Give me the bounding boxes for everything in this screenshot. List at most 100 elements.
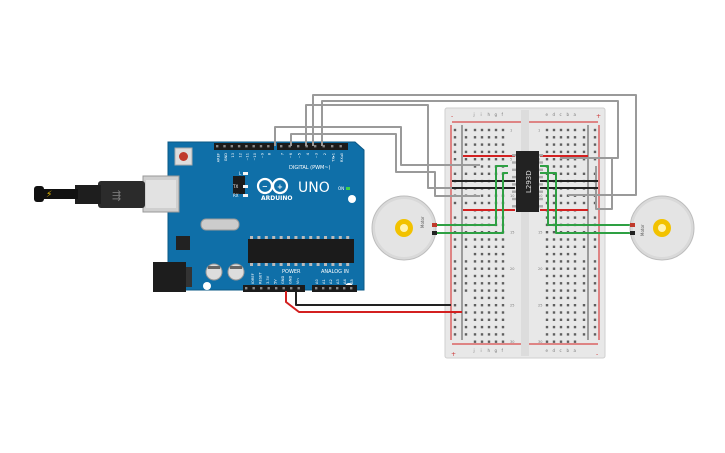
rail-hole[interactable] bbox=[582, 172, 586, 175]
breadboard-hole[interactable] bbox=[573, 260, 577, 263]
rail-hole[interactable] bbox=[453, 282, 457, 285]
breadboard-hole[interactable] bbox=[559, 216, 563, 219]
header-pin[interactable] bbox=[329, 287, 332, 290]
breadboard-hole[interactable] bbox=[573, 245, 577, 248]
rail-hole[interactable] bbox=[464, 238, 468, 241]
breadboard-hole[interactable] bbox=[473, 143, 477, 146]
breadboard-hole[interactable] bbox=[494, 325, 498, 329]
breadboard-hole[interactable] bbox=[473, 289, 477, 292]
rail-hole[interactable] bbox=[593, 318, 597, 321]
breadboard-hole[interactable] bbox=[480, 267, 484, 270]
breadboard-hole[interactable] bbox=[501, 238, 505, 241]
breadboard-hole[interactable] bbox=[552, 158, 556, 161]
breadboard-hole[interactable] bbox=[480, 136, 484, 139]
breadboard-hole[interactable] bbox=[566, 304, 570, 307]
rail-hole[interactable] bbox=[464, 304, 468, 307]
breadboard-hole[interactable] bbox=[501, 158, 505, 161]
breadboard-hole[interactable] bbox=[545, 311, 549, 314]
rail-hole[interactable] bbox=[593, 143, 597, 146]
breadboard-hole[interactable] bbox=[566, 333, 570, 336]
breadboard-hole[interactable] bbox=[487, 340, 491, 343]
breadboard-hole[interactable] bbox=[545, 289, 549, 292]
breadboard-hole[interactable] bbox=[552, 252, 556, 256]
rail-hole[interactable] bbox=[464, 245, 468, 248]
breadboard-hole[interactable] bbox=[473, 165, 477, 168]
rail-hole[interactable] bbox=[464, 318, 468, 321]
breadboard-hole[interactable] bbox=[573, 304, 577, 307]
breadboard-hole[interactable] bbox=[494, 304, 498, 307]
breadboard-hole[interactable] bbox=[573, 325, 577, 329]
breadboard-hole[interactable] bbox=[473, 158, 477, 161]
breadboard-hole[interactable] bbox=[559, 311, 563, 314]
breadboard-hole[interactable] bbox=[480, 216, 484, 219]
breadboard-hole[interactable] bbox=[573, 289, 577, 292]
breadboard-hole[interactable] bbox=[559, 333, 563, 336]
breadboard-hole[interactable] bbox=[487, 128, 491, 132]
breadboard-hole[interactable] bbox=[480, 296, 484, 300]
breadboard-hole[interactable] bbox=[559, 260, 563, 263]
breadboard-hole[interactable] bbox=[494, 267, 498, 270]
breadboard-hole[interactable] bbox=[545, 158, 549, 161]
breadboard-hole[interactable] bbox=[545, 260, 549, 263]
breadboard-hole[interactable] bbox=[552, 194, 556, 197]
rail-hole[interactable] bbox=[464, 325, 468, 329]
breadboard-hole[interactable] bbox=[480, 158, 484, 161]
breadboard-hole[interactable] bbox=[552, 318, 556, 321]
breadboard-hole[interactable] bbox=[501, 282, 505, 285]
breadboard-hole[interactable] bbox=[545, 296, 549, 300]
rail-hole[interactable] bbox=[453, 304, 457, 307]
breadboard-hole[interactable] bbox=[480, 165, 484, 168]
header-pin[interactable] bbox=[343, 287, 346, 290]
breadboard-hole[interactable] bbox=[573, 143, 577, 146]
breadboard-hole[interactable] bbox=[552, 274, 556, 278]
breadboard-hole[interactable] bbox=[559, 318, 563, 321]
breadboard-hole[interactable] bbox=[480, 143, 484, 146]
breadboard-hole[interactable] bbox=[494, 143, 498, 146]
wire-gray-5[interactable] bbox=[321, 100, 619, 159]
breadboard-hole[interactable] bbox=[487, 245, 491, 248]
breadboard-hole[interactable] bbox=[552, 201, 556, 205]
breadboard-hole[interactable] bbox=[501, 267, 505, 270]
breadboard-hole[interactable] bbox=[494, 289, 498, 292]
breadboard-hole[interactable] bbox=[473, 311, 477, 314]
digital-pin-header[interactable] bbox=[214, 143, 348, 150]
rail-hole[interactable] bbox=[464, 172, 468, 175]
rail-hole[interactable] bbox=[453, 136, 457, 139]
header-pin[interactable] bbox=[297, 287, 300, 290]
breadboard-hole[interactable] bbox=[473, 238, 477, 241]
rail-hole[interactable] bbox=[453, 245, 457, 248]
breadboard-hole[interactable] bbox=[559, 150, 563, 154]
breadboard-hole[interactable] bbox=[494, 238, 498, 241]
breadboard-hole[interactable] bbox=[545, 136, 549, 139]
breadboard-hole[interactable] bbox=[480, 128, 484, 132]
breadboard-hole[interactable] bbox=[566, 289, 570, 292]
rail-hole[interactable] bbox=[464, 150, 468, 154]
wire-green-motor-right-2[interactable] bbox=[540, 172, 634, 234]
breadboard-hole[interactable] bbox=[473, 325, 477, 329]
rail-hole[interactable] bbox=[464, 143, 468, 146]
breadboard-hole[interactable] bbox=[566, 238, 570, 241]
breadboard-hole[interactable] bbox=[566, 150, 570, 154]
breadboard-hole[interactable] bbox=[552, 296, 556, 300]
header-pin[interactable] bbox=[259, 145, 263, 148]
breadboard-hole[interactable] bbox=[559, 158, 563, 161]
breadboard-hole[interactable] bbox=[545, 325, 549, 329]
breadboard-hole[interactable] bbox=[552, 136, 556, 139]
breadboard-hole[interactable] bbox=[494, 333, 498, 336]
breadboard-hole[interactable] bbox=[573, 128, 577, 132]
breadboard-hole[interactable] bbox=[573, 238, 577, 241]
breadboard-hole[interactable] bbox=[545, 252, 549, 256]
breadboard-hole[interactable] bbox=[480, 194, 484, 197]
breadboard-hole[interactable] bbox=[566, 165, 570, 168]
header-pin[interactable] bbox=[260, 287, 263, 290]
header-pin[interactable] bbox=[290, 287, 293, 290]
breadboard-hole[interactable] bbox=[552, 143, 556, 146]
breadboard-hole[interactable] bbox=[494, 296, 498, 300]
breadboard-hole[interactable] bbox=[501, 289, 505, 292]
rail-hole[interactable] bbox=[453, 158, 457, 161]
breadboard-hole[interactable] bbox=[473, 216, 477, 219]
breadboard-hole[interactable] bbox=[559, 136, 563, 139]
rail-hole[interactable] bbox=[593, 128, 597, 132]
breadboard-hole[interactable] bbox=[552, 260, 556, 263]
breadboard-hole[interactable] bbox=[487, 333, 491, 336]
